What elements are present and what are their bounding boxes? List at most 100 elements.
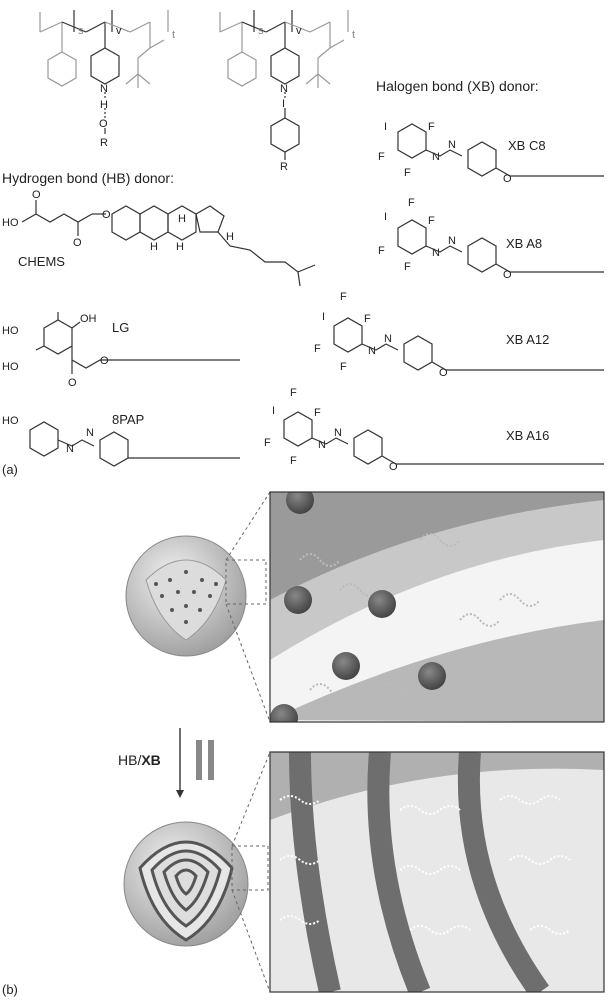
lg-label: LG [112, 320, 130, 335]
xb-complex-n: N [280, 83, 288, 95]
xb-c8-atom-n1: N [432, 151, 440, 163]
xb-a12-atom-i: I [322, 311, 325, 323]
xb-c8-atom-i: I [384, 121, 387, 133]
polymer-xb-complex: N I R s v t [219, 10, 355, 173]
chems-label: CHEMS [18, 254, 65, 269]
xb-c8-atom-f3: F [404, 167, 411, 179]
chems-atom-h3: H [178, 213, 186, 225]
xb-a12-atom-o: O [439, 367, 448, 379]
xb-a16-atom-f3: F [264, 437, 271, 449]
lg-structure: OH HO HO O O [2, 312, 240, 389]
xb-a8-atom-n1: N [432, 247, 440, 259]
zoom-line [231, 751, 271, 847]
xb-c8-atom-f2: F [378, 151, 385, 163]
panel-a-structures: N H O R s v t N I R s v [2, 10, 604, 473]
arrow-label-xb: XB [141, 752, 161, 768]
zoom-box-frame [269, 751, 605, 993]
xb-donor-header: Halogen bond (XB) donor: [376, 78, 539, 94]
chems-atom-ho: HO [2, 217, 19, 229]
xb-complex-r: R [280, 161, 288, 173]
xb-a12-atom-f2: F [364, 313, 371, 325]
hb-complex-n: N [100, 83, 108, 95]
subscript-t: t [172, 29, 175, 41]
xb-a8-label: XB A8 [506, 236, 543, 251]
xb-a12-atom-f3: F [314, 343, 321, 355]
particle-disordered [125, 535, 247, 657]
chems-atom-o1: O [32, 189, 41, 201]
hb-complex-h: H [100, 99, 108, 111]
subscript-t-2: t [352, 29, 355, 41]
chems-atom-h1: H [150, 241, 158, 253]
8pap-atom-n1: N [66, 443, 74, 455]
xb-a12-atom-f4: F [340, 361, 347, 373]
xb-a16-atom-o: O [389, 461, 398, 473]
xb-a8-atom-i: I [384, 211, 387, 223]
xb-a16-structure: I F F F F N N O [264, 387, 604, 473]
subscript-s-2: s [258, 25, 264, 37]
xb-c8-label: XB C8 [508, 138, 546, 153]
xb-complex-i: I [282, 98, 285, 110]
zoom-box-disordered [270, 492, 604, 722]
xb-a8-atom-f2: F [428, 215, 435, 227]
xb-a12-atom-n1: N [368, 345, 376, 357]
zoom-line [231, 889, 271, 993]
xb-c8-structure: I F F F N N O [378, 121, 604, 185]
xb-a8-atom-f4: F [404, 261, 411, 273]
xb-c8-atom-f1: F [428, 121, 435, 133]
8pap-structure: HO N N [2, 415, 240, 467]
panel-a-label: (a) [2, 462, 18, 477]
lg-atom-o2: O [100, 355, 109, 367]
bar-icon-2 [208, 740, 214, 780]
xb-a8-atom-o: O [503, 269, 512, 281]
hb-donor-header: Hydrogen bond (HB) donor: [2, 170, 174, 186]
8pap-label: 8PAP [112, 412, 145, 427]
xb-a12-atom-f1: F [340, 291, 347, 303]
zoom-region [231, 845, 269, 891]
arrow-head [176, 790, 184, 798]
xb-a16-atom-f2: F [314, 407, 321, 419]
xb-c8-atom-n2: N [448, 139, 456, 151]
subscript-s: s [78, 25, 84, 37]
xb-a8-atom-n2: N [448, 235, 456, 247]
chems-atom-h4: H [226, 231, 234, 243]
arrow-label: HB/XB [118, 752, 161, 768]
xb-a8-structure: I F F F F N N O [378, 197, 604, 281]
xb-a16-atom-i: I [272, 405, 275, 417]
subscript-v-2: v [296, 25, 302, 37]
xb-a8-atom-f1: F [408, 197, 415, 209]
chems-structure: HO O O O H H H H [2, 189, 316, 287]
xb-a8-atom-f3: F [378, 245, 385, 257]
chems-atom-h2: H [176, 241, 184, 253]
polymer-hb-complex: N H O R s v t [39, 10, 175, 149]
lg-atom-oh: OH [80, 313, 97, 325]
8pap-atom-n2: N [86, 427, 94, 439]
xb-a16-atom-n1: N [318, 439, 326, 451]
xb-a12-label: XB A12 [506, 332, 550, 347]
zoom-region [225, 559, 267, 605]
arrow-label-hb: HB [118, 752, 138, 768]
bar-icon-1 [196, 740, 202, 780]
zoom-box-frame [269, 491, 605, 723]
panel-b-label: (b) [2, 982, 18, 997]
subscript-v: v [116, 25, 122, 37]
particle-lamellar [123, 821, 249, 947]
8pap-atom-ho: HO [2, 415, 19, 427]
zoom-line [225, 603, 271, 723]
zoom-box-lamellar [270, 752, 604, 992]
chems-atom-o2: O [73, 237, 82, 249]
arrow-label-sep: / [137, 752, 142, 768]
xb-a16-label: XB A16 [506, 428, 550, 443]
xb-a16-atom-f4: F [290, 455, 297, 467]
lg-atom-ho1: HO [2, 325, 19, 337]
chems-atom-o3: O [102, 209, 111, 221]
xb-a12-structure: I F F F F N N O [314, 291, 604, 379]
xb-c8-atom-o: O [503, 173, 512, 185]
lg-atom-o1: O [68, 377, 77, 389]
hb-complex-o: O [99, 118, 108, 130]
xb-a12-atom-n2: N [384, 333, 392, 345]
xb-a16-atom-n2: N [334, 427, 342, 439]
xb-a16-atom-f1: F [290, 387, 297, 399]
lg-atom-ho2: HO [2, 361, 19, 373]
zoom-line [225, 491, 271, 561]
hb-complex-r: R [100, 137, 108, 149]
